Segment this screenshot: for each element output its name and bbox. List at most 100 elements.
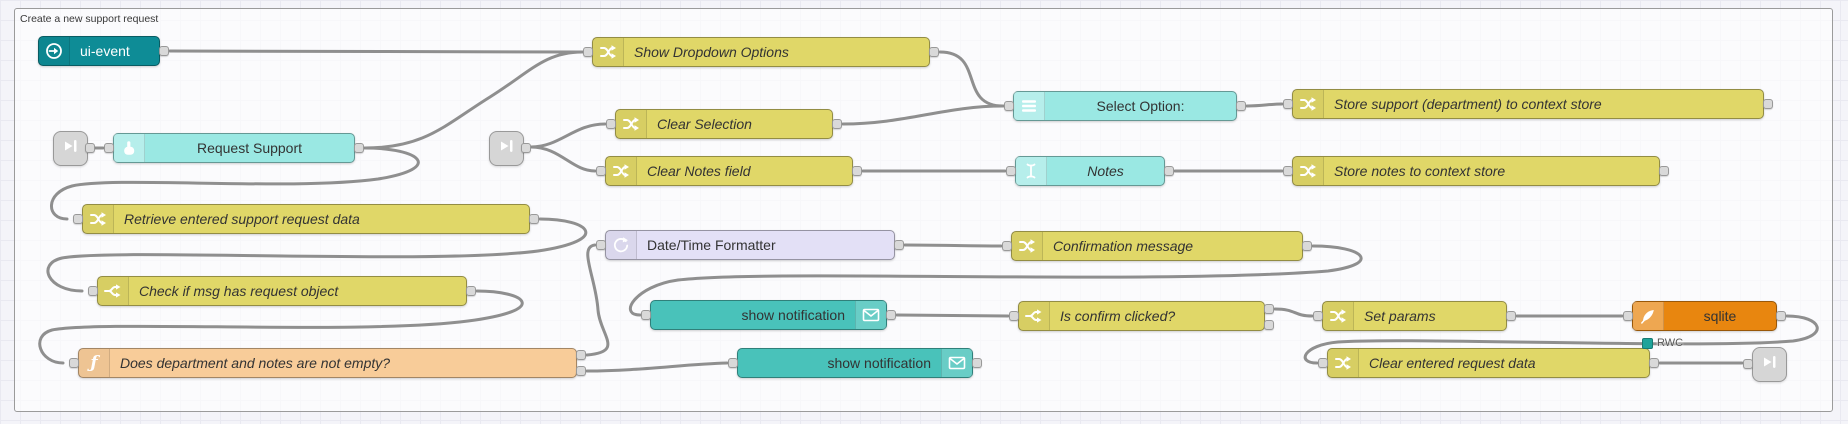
node-label: Show Dropdown Options [634,44,789,60]
input-port[interactable] [104,143,114,153]
input-port[interactable] [1009,311,1019,321]
shuffle-icon [593,38,624,66]
status-dot-icon [1642,337,1653,349]
node-show-notification-1[interactable]: show notification [650,300,887,330]
node-label: Set params [1364,308,1436,324]
input-port[interactable] [596,166,606,176]
input-port[interactable] [1743,358,1753,369]
node-show-dropdown-options[interactable]: Show Dropdown Options [592,37,930,67]
shuffle-icon [616,110,647,138]
node-ui-event[interactable]: ui-event [38,36,160,66]
input-port[interactable] [1004,101,1014,111]
input-port[interactable] [728,358,738,368]
output-port[interactable] [521,142,531,153]
node-clear-selection[interactable]: Clear Selection [615,109,833,139]
input-port[interactable] [1313,311,1323,321]
node-notes[interactable]: Notes [1015,156,1165,186]
output-port[interactable] [85,142,95,153]
node-check-request-object[interactable]: Check if msg has request object [97,276,467,306]
list-icon [1014,92,1045,120]
node-sqlite[interactable]: sqlite [1632,301,1777,331]
node-label: Clear Notes field [647,163,751,179]
node-link-in-2[interactable] [489,131,524,166]
output-port[interactable] [832,119,842,129]
output-port[interactable] [1264,304,1274,314]
node-clear-entered-data[interactable]: Clear entered request data [1327,348,1650,378]
node-label: Clear Selection [657,116,752,132]
node-clear-notes-field[interactable]: Clear Notes field [605,156,853,186]
feather-icon [1633,302,1664,330]
input-port[interactable] [1283,99,1293,109]
output-port[interactable] [1264,320,1274,330]
output-port[interactable] [529,214,539,224]
link-icon [498,137,516,160]
envelope-icon [855,301,886,329]
input-port[interactable] [596,240,606,250]
node-label: show notification [741,307,845,323]
input-port[interactable] [1283,166,1293,176]
group-label: Create a new support request [20,13,159,25]
output-port[interactable] [972,358,982,368]
node-label: Retrieve entered support request data [124,211,360,227]
input-port[interactable] [583,47,593,57]
node-link-in-1[interactable] [53,131,88,166]
shuffle-icon [1328,349,1359,377]
node-confirmation-message[interactable]: Confirmation message [1011,231,1303,261]
clock-icon [606,231,637,259]
node-label: show notification [827,355,931,371]
output-port[interactable] [1164,166,1174,176]
link-icon [1761,353,1779,376]
input-port[interactable] [73,214,83,224]
output-port[interactable] [1302,241,1312,251]
node-label: Clear entered request data [1369,355,1536,371]
output-port[interactable] [1506,311,1516,321]
node-label: Date/Time Formatter [647,237,776,253]
output-port[interactable] [466,286,476,296]
input-port[interactable] [1318,358,1328,368]
ibeam-icon [1016,157,1047,185]
input-port[interactable] [1006,166,1016,176]
node-select-option[interactable]: Select Option: [1013,91,1237,121]
input-port[interactable] [88,286,98,296]
node-store-notes[interactable]: Store notes to context store [1292,156,1660,186]
output-port[interactable] [576,350,586,360]
output-port[interactable] [894,240,904,250]
function-icon: ƒ [79,349,110,377]
node-retrieve-data[interactable]: Retrieve entered support request data [82,204,530,234]
node-label: Request Support [196,140,303,156]
output-port[interactable] [1649,358,1659,368]
node-label: Is confirm clicked? [1060,308,1176,324]
node-label: Check if msg has request object [139,283,339,299]
node-label: Does department and notes are not empty? [120,355,391,371]
node-request-support[interactable]: Request Support [113,133,355,163]
output-port[interactable] [159,46,169,56]
input-port[interactable] [606,119,616,129]
node-label: ui-event [80,43,130,59]
output-port[interactable] [1659,166,1669,176]
output-port[interactable] [1763,99,1773,109]
node-show-notification-2[interactable]: show notification [737,348,973,378]
node-label: Store support (department) to context st… [1334,96,1602,112]
node-datetime-formatter[interactable]: Date/Time Formatter [605,230,895,260]
fork-icon [98,277,129,305]
node-does-not-empty[interactable]: ƒ Does department and notes are not empty… [78,348,577,378]
input-port[interactable] [1002,241,1012,251]
input-port[interactable] [641,310,651,320]
output-port[interactable] [929,47,939,57]
node-set-params[interactable]: Set params [1322,301,1507,331]
node-store-support[interactable]: Store support (department) to context st… [1292,89,1764,119]
node-link-out-1[interactable] [1752,347,1787,382]
shuffle-icon [1293,90,1324,118]
output-port[interactable] [1236,101,1246,111]
output-port[interactable] [576,366,586,376]
shuffle-icon [1012,232,1043,260]
output-port[interactable] [1776,311,1786,321]
output-port[interactable] [852,166,862,176]
output-port[interactable] [886,310,896,320]
input-port[interactable] [1623,311,1633,321]
output-port[interactable] [354,143,364,153]
node-is-confirm-clicked[interactable]: Is confirm clicked? [1018,301,1265,331]
input-port[interactable] [69,358,79,368]
node-label: Notes [1087,163,1124,179]
